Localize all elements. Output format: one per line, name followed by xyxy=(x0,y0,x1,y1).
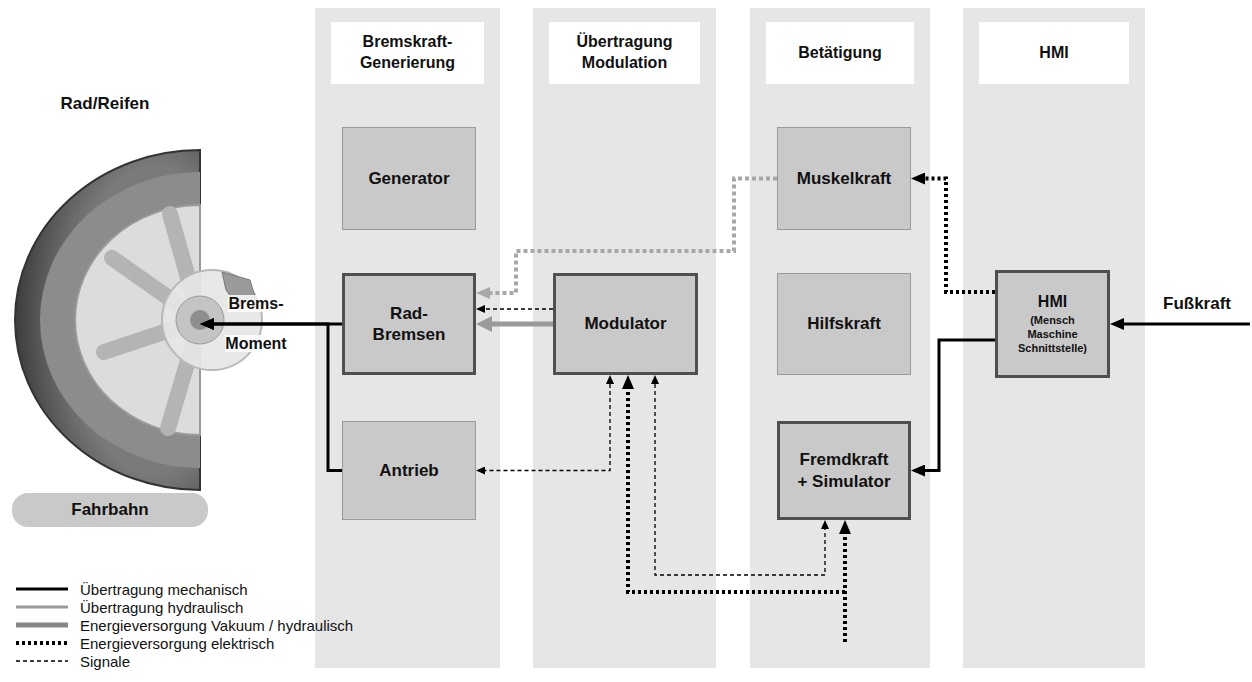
connector xyxy=(485,308,553,309)
legend-text: Energieversorgung elektrisch xyxy=(80,635,274,652)
legend-line-sample xyxy=(14,598,70,616)
input-label: Fußkraft xyxy=(1163,294,1231,314)
legend-row: Energieversorgung elektrisch xyxy=(14,634,353,652)
process-box: Muskelkraft xyxy=(777,127,911,230)
process-box: Rad- Bremsen xyxy=(342,273,476,375)
legend-row: Signale xyxy=(14,652,353,670)
box-label: Modulator xyxy=(584,313,666,334)
legend-line xyxy=(16,588,68,591)
legend-row: Übertragung mechanisch xyxy=(14,580,353,598)
box-label: Fremdkraft + Simulator xyxy=(796,449,892,492)
box-label: HMI xyxy=(1038,292,1067,312)
wheel-hub xyxy=(176,296,224,344)
column-heading: Bremskraft- Generierung xyxy=(331,22,484,84)
box-label: Hilfskraft xyxy=(807,313,881,334)
column-band: Bremskraft- GenerierungGeneratorRad- Bre… xyxy=(315,8,500,668)
connector xyxy=(492,322,553,327)
process-box: Antrieb xyxy=(342,421,476,520)
legend-line xyxy=(16,606,68,609)
process-box: Modulator xyxy=(553,273,698,375)
process-box: Generator xyxy=(342,127,476,230)
box-label: (Mensch Maschine Schnittstelle) xyxy=(1010,314,1096,355)
box-label: Antrieb xyxy=(379,460,439,481)
legend-text: Energieversorgung Vakuum / hydraulisch xyxy=(80,617,353,634)
column-heading: HMI xyxy=(979,22,1129,84)
road-label: Fahrbahn xyxy=(71,500,148,520)
wheel-figure: Rad/Reifen xyxy=(10,92,200,492)
column-band: Übertragung ModulationModulator xyxy=(533,8,716,668)
legend-text: Übertragung mechanisch xyxy=(80,581,248,598)
process-box: Hilfskraft xyxy=(777,273,911,375)
legend-line-sample xyxy=(14,616,70,634)
column-heading: Betätigung xyxy=(766,22,914,84)
column-heading: Übertragung Modulation xyxy=(549,22,700,84)
legend-row: Energieversorgung Vakuum / hydraulisch xyxy=(14,616,353,634)
box-label: Generator xyxy=(368,168,449,189)
column-band: HMIHMI(Mensch Maschine Schnittstelle) xyxy=(963,8,1145,668)
legend-row: Übertragung hydraulisch xyxy=(14,598,353,616)
legend: Übertragung mechanischÜbertragung hydrau… xyxy=(14,580,353,670)
legend-line xyxy=(16,660,68,661)
legend-line xyxy=(16,623,68,628)
process-box: Fremdkraft + Simulator xyxy=(777,421,911,520)
box-label: Muskelkraft xyxy=(797,168,891,189)
legend-line-sample xyxy=(14,580,70,598)
process-box: HMI(Mensch Maschine Schnittstelle) xyxy=(995,270,1110,378)
hub-center xyxy=(190,310,210,330)
box-label: Rad- Bremsen xyxy=(363,303,455,346)
legend-text: Signale xyxy=(80,653,130,670)
legend-line xyxy=(16,641,68,645)
brake-disc xyxy=(162,270,262,370)
foot-force-arrow xyxy=(1124,323,1250,326)
column-band: BetätigungMuskelkraftHilfskraftFremdkraf… xyxy=(750,8,930,668)
legend-text: Übertragung hydraulisch xyxy=(80,599,243,616)
legend-line-sample xyxy=(14,652,70,670)
legend-line-sample xyxy=(14,634,70,652)
figure-heading: Rad/Reifen xyxy=(10,92,200,114)
road-bar: Fahrbahn xyxy=(12,493,208,527)
